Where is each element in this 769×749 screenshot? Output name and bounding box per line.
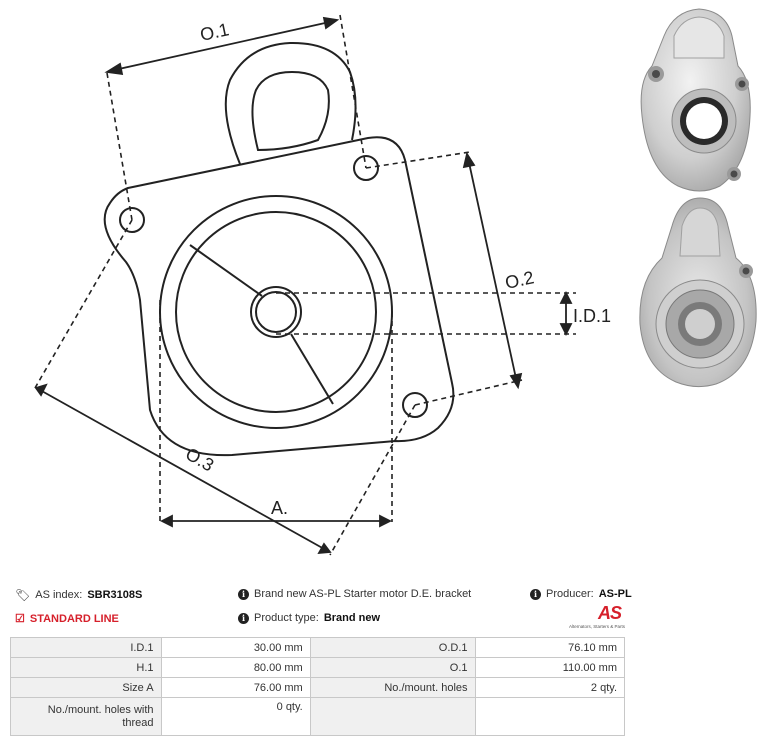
- technical-drawing: O.1 O.2 I.D.1 O.3 A.: [34, 14, 611, 556]
- standard-line-text: STANDARD LINE: [29, 612, 119, 625]
- label-o1: O.1: [198, 19, 231, 45]
- logo-subtext: Alternators, Starters & Parts: [568, 624, 625, 629]
- top-lug-outer: [224, 41, 357, 165]
- tags-icon: 🏷︎: [15, 588, 31, 602]
- housing-circle-outer: [159, 195, 393, 429]
- product-type-value: Brand new: [323, 612, 381, 624]
- product-photo-bottom: [639, 197, 757, 388]
- mount-hole-bottom: [402, 392, 428, 418]
- as-index-value: SBR3108S: [87, 589, 143, 601]
- spec-label: O.1: [309, 657, 476, 678]
- wedge-line-upper: [189, 244, 263, 297]
- label-o3: O.3: [182, 444, 217, 476]
- label-a: A.: [271, 498, 288, 518]
- spec-label: No./mount. holes: [309, 677, 476, 698]
- info-icon: i: [530, 588, 541, 600]
- standard-line-badge: ☑ STANDARD LINE: [15, 612, 119, 626]
- producer: i Producer: AS-PL: [530, 588, 632, 600]
- housing-circle-inner: [175, 211, 377, 413]
- table-row: H.1 80.00 mm O.1 110.00 mm: [10, 657, 625, 678]
- producer-label: Producer:: [546, 588, 594, 600]
- spec-label: I.D.1: [10, 637, 162, 658]
- top-lug-inner: [251, 70, 330, 152]
- product-type-label: Product type:: [254, 612, 319, 624]
- description-text: Brand new AS-PL Starter motor D.E. brack…: [254, 588, 472, 600]
- product-type: i Product type: Brand new: [238, 612, 380, 624]
- spec-label: No./mount. holes with thread: [10, 697, 162, 736]
- spec-value: 110.00 mm: [474, 657, 625, 678]
- as-index-label: AS index:: [35, 589, 83, 601]
- mount-hole-top: [353, 155, 379, 181]
- info-icon: i: [238, 588, 249, 600]
- product-photo-top: [640, 8, 751, 192]
- spec-value: 76.00 mm: [160, 677, 311, 698]
- bore-circle-outer: [250, 286, 302, 338]
- checkbox-icon: ☑: [15, 613, 25, 625]
- spec-value: 0 qty.: [160, 697, 311, 736]
- specs-table: I.D.1 30.00 mm O.D.1 76.10 mm H.1 80.00 …: [10, 637, 625, 736]
- logo-mark: AS: [597, 603, 622, 623]
- table-row: No./mount. holes with thread 0 qty.: [10, 697, 625, 736]
- spec-label: Size A: [10, 677, 162, 698]
- spec-value: 76.10 mm: [474, 637, 625, 658]
- spec-label: H.1: [10, 657, 162, 678]
- spec-value: 80.00 mm: [160, 657, 311, 678]
- info-icon: i: [238, 612, 249, 624]
- mount-hole-left: [119, 207, 145, 233]
- table-row: Size A 76.00 mm No./mount. holes 2 qty.: [10, 677, 625, 698]
- table-row: I.D.1 30.00 mm O.D.1 76.10 mm: [10, 637, 625, 658]
- wedge-line-lower: [290, 333, 334, 405]
- spec-value: [474, 697, 625, 736]
- spec-value: 30.00 mm: [160, 637, 311, 658]
- bore-circle-inner: [255, 291, 297, 333]
- spec-label: O.D.1: [309, 637, 476, 658]
- label-o2: O.2: [503, 267, 536, 293]
- spec-label: [309, 697, 476, 736]
- as-pl-logo: AS Alternators, Starters & Parts: [563, 603, 625, 633]
- producer-value: AS-PL: [598, 588, 632, 600]
- product-description: i Brand new AS-PL Starter motor D.E. bra…: [238, 588, 471, 600]
- bracket-outline: [103, 136, 455, 457]
- as-index: 🏷︎ AS index: SBR3108S: [15, 588, 142, 602]
- spec-value: 2 qty.: [474, 677, 625, 698]
- label-id1: I.D.1: [573, 306, 611, 326]
